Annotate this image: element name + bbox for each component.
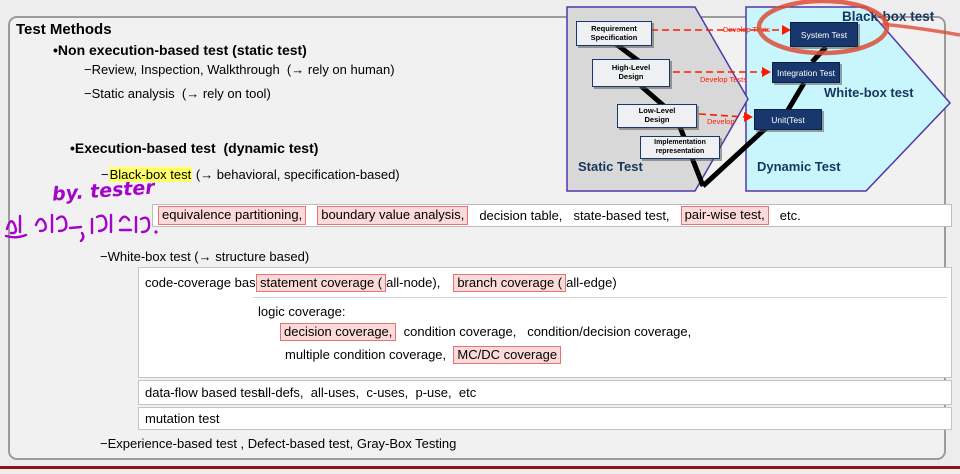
blackbox-dash: − [101, 167, 109, 182]
technique-item-highlighted: boundary value analysis, [317, 206, 469, 225]
coverage-row-values: all-defs, all-uses, c-uses, p-use, etc [258, 385, 477, 400]
technique-item-highlighted: equivalence partitioning, [158, 206, 307, 225]
coverage-table-block-code-coverage: code-coverage based test statement cover… [138, 267, 952, 378]
box-label: Design [644, 115, 670, 124]
technique-item: state-based test, [573, 208, 670, 223]
outline-blackbox-line: −Black-box test (→ behavioral, specifica… [101, 167, 400, 182]
diagram-box-integration-test: Integration Test [772, 62, 840, 83]
coverage-term-highlighted: MC/DC coverage [453, 346, 562, 365]
outline-experience-line: −Experience-based test , Defect-based te… [100, 436, 457, 451]
diagram-box-low-level-design: Low-Level Design [617, 104, 697, 128]
coverage-term-highlighted: statement coverage ( [256, 274, 387, 293]
coverage-term: multiple condition coverage, [285, 347, 454, 362]
develop-tests-label: Develop [707, 117, 735, 126]
coverage-row-label: mutation test [145, 411, 220, 426]
box-label: Specification [590, 32, 638, 42]
coverage-term: all-node), [386, 275, 441, 290]
technique-item-highlighted: pair-wise test, [680, 206, 769, 225]
row-separator [253, 297, 947, 298]
page-title: Test Methods [16, 21, 112, 38]
blackbox-highlighted-term: Black-box test [108, 167, 193, 182]
logic-coverage-line2: multiple condition coverage, MC/DC cover… [285, 346, 562, 365]
diagram-box-system-test: System Test [790, 22, 858, 47]
coverage-table-row-mutation: mutation test [138, 407, 952, 430]
outline-dynamic-header: •Execution-based test (dynamic test) [70, 140, 319, 156]
diagram-box-high-level-design: High-Level Design [592, 59, 670, 87]
blackbox-techniques-row: equivalence partitioning, boundary value… [152, 204, 952, 227]
coverage-term-highlighted: decision coverage, [280, 323, 397, 342]
blackbox-suffix: (→ behavioral, specification-based) [192, 167, 400, 182]
diagram-box-requirement-specification: Requirement Specification [576, 21, 652, 46]
outline-whitebox-line: −White-box test (→ structure based) [100, 249, 310, 264]
develop-tests-label: Develop Tests [723, 25, 770, 34]
handwritten-korean-note-scribble [4, 213, 158, 242]
box-label: Implementation [654, 139, 706, 147]
outline-static-item-analysis: −Static analysis (→ rely on tool) [84, 86, 271, 101]
diagram-box-unit-test: Unit(Test [754, 109, 822, 130]
outline-static-header: •Non execution-based test (static test) [53, 42, 307, 58]
whitebox-test-diagram-label: White-box test [824, 85, 914, 100]
technique-item: etc. [779, 208, 801, 223]
outline-static-item-review: −Review, Inspection, Walkthrough (→ rely… [84, 62, 395, 77]
dynamic-test-phase-label: Dynamic Test [757, 159, 841, 174]
bottom-accent-line [0, 466, 960, 469]
coverage-table-row-dataflow: data-flow based test all-defs, all-uses,… [138, 380, 952, 405]
coverage-term-highlighted: branch coverage ( [453, 274, 567, 293]
coverage-row-values: statement coverage (all-node), branch cov… [256, 274, 617, 293]
coverage-row-label: data-flow based test [145, 385, 262, 400]
develop-tests-label: Develop Tests [700, 75, 747, 84]
logic-coverage-line1: decision coverage, condition coverage, c… [280, 323, 692, 342]
coverage-term: condition coverage, condition/decision c… [396, 324, 692, 339]
blackbox-test-diagram-label: Black-box test [842, 9, 935, 24]
static-test-phase-label: Static Test [578, 159, 643, 174]
diagram-box-implementation-representation: Implementation representation [640, 136, 720, 159]
box-label: representation [655, 147, 705, 155]
coverage-term: all-edge) [566, 275, 617, 290]
box-label: Design [618, 72, 644, 81]
logic-coverage-header: logic coverage: [258, 304, 346, 319]
technique-item: decision table, [479, 208, 563, 223]
